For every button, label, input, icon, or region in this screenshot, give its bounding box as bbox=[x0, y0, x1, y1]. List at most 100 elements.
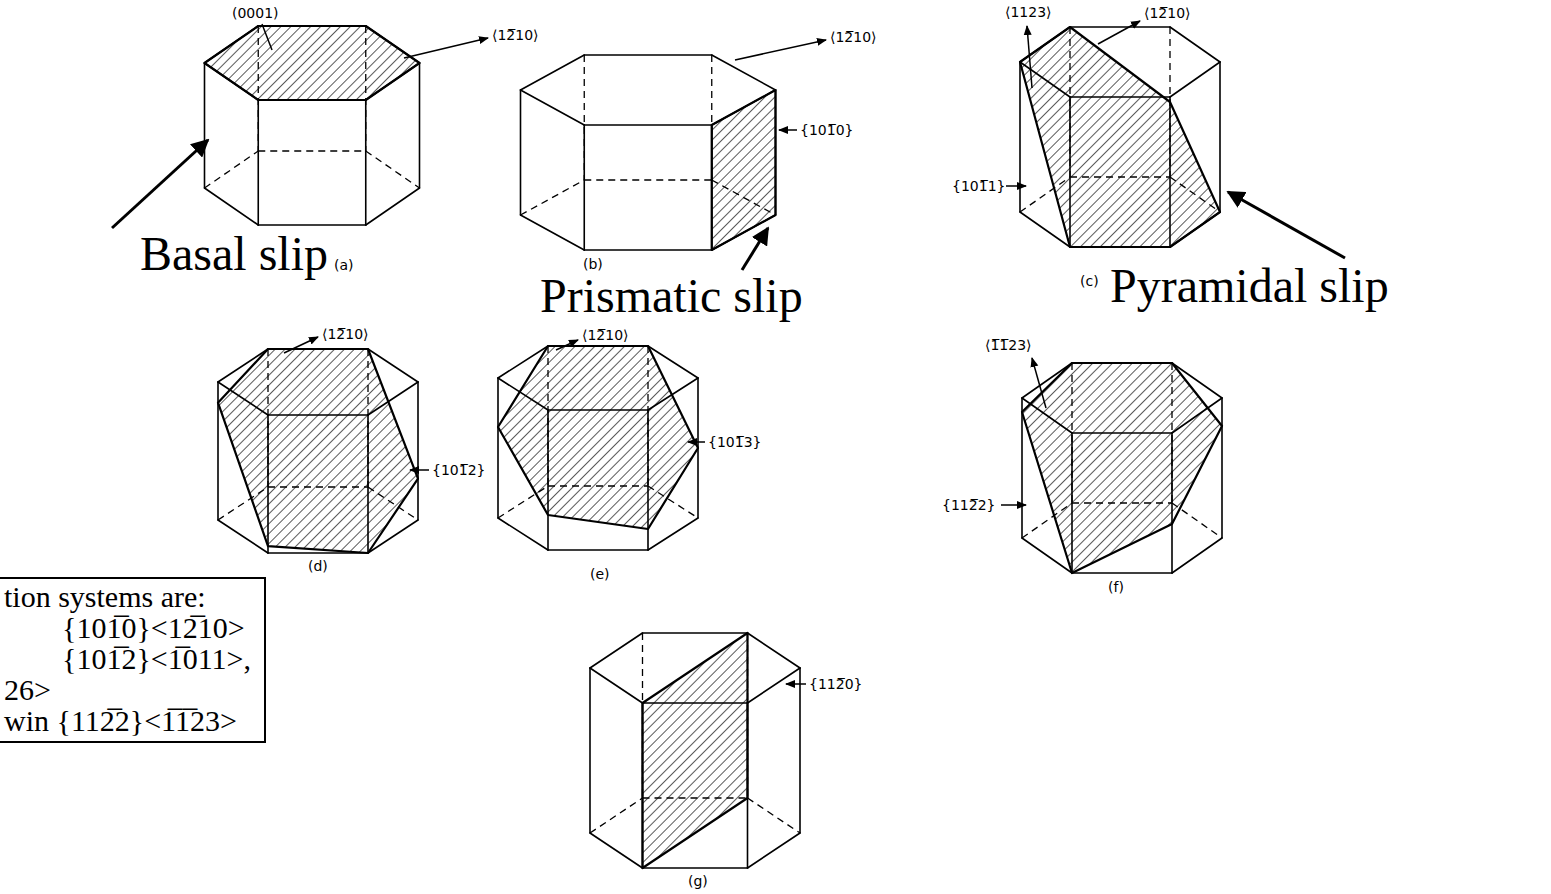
hidden-edge bbox=[1070, 176, 1170, 177]
hidden-edge bbox=[648, 486, 698, 518]
slip-caption: Pyramidal slip bbox=[1110, 262, 1389, 310]
prism-edge bbox=[643, 632, 748, 634]
prism-edge bbox=[1069, 97, 1071, 247]
prism-edge bbox=[521, 55, 585, 90]
hcp-prism bbox=[521, 55, 776, 250]
hcp-prism bbox=[498, 346, 698, 550]
prism-edge bbox=[643, 867, 748, 869]
prism-edge bbox=[218, 349, 268, 382]
system-line: {101̅2}<1̅011>, bbox=[62, 643, 251, 674]
leader-arrow bbox=[735, 40, 826, 60]
hidden-edge bbox=[521, 180, 585, 215]
prism-edge bbox=[205, 63, 259, 100]
prism-edge bbox=[584, 249, 712, 251]
text-box: tion systems are:{101̅0}<12̅10>{101̅2}<1… bbox=[0, 577, 266, 743]
hidden-edge bbox=[712, 180, 776, 215]
hidden-edge bbox=[1170, 177, 1220, 212]
hidden-edge bbox=[1072, 502, 1172, 503]
prism-edge bbox=[267, 415, 269, 553]
prism-edge bbox=[218, 382, 268, 415]
hidden-edge bbox=[1020, 177, 1070, 212]
plane-label: {101̅1} bbox=[952, 177, 1005, 195]
panel-tag: (c) bbox=[1080, 272, 1099, 290]
prism-edge bbox=[419, 63, 421, 188]
hidden-edge bbox=[643, 797, 748, 798]
prism-edge bbox=[747, 703, 749, 868]
prism-edge bbox=[217, 382, 219, 520]
prism-edge bbox=[497, 378, 499, 518]
leader-arrow bbox=[1228, 192, 1345, 258]
prism-edge bbox=[1172, 398, 1222, 433]
prism-edge bbox=[584, 54, 712, 56]
prism-edge bbox=[590, 668, 643, 703]
prism-edge bbox=[648, 378, 698, 410]
prism-edge bbox=[1219, 62, 1221, 212]
slip-plane bbox=[1020, 27, 1220, 247]
system-line: tion systems are: bbox=[4, 581, 206, 612]
hidden-edge bbox=[584, 179, 712, 180]
prism-edge bbox=[1020, 62, 1070, 97]
panel-tag: (f) bbox=[1108, 578, 1124, 596]
prism-edge bbox=[712, 90, 776, 125]
leader-arrow bbox=[404, 38, 488, 58]
direction-label: ⟨12̅10⟩ bbox=[582, 326, 629, 344]
leader-arrow bbox=[556, 340, 578, 350]
direction-label: ⟨12̅10⟩ bbox=[830, 28, 877, 46]
prism-edge bbox=[775, 90, 777, 215]
slip-plane bbox=[205, 26, 420, 100]
prism-edge bbox=[697, 378, 699, 518]
hidden-edge bbox=[548, 485, 648, 486]
panel-tag: (e) bbox=[590, 565, 610, 583]
hidden-edge bbox=[205, 151, 259, 188]
hcp-prism bbox=[205, 26, 420, 225]
prism-edge bbox=[268, 348, 368, 350]
direction-label: ⟨12̅10⟩ bbox=[322, 325, 369, 343]
prism-edge bbox=[417, 382, 419, 520]
leader-arrow bbox=[1006, 185, 1026, 187]
prism-edge bbox=[257, 100, 259, 225]
leader-arrow bbox=[284, 337, 318, 353]
hidden-edge bbox=[1172, 503, 1222, 538]
prism-edge bbox=[1021, 398, 1023, 538]
prism-edge bbox=[1172, 363, 1222, 398]
prism-edge bbox=[498, 346, 548, 378]
prism-edge bbox=[218, 520, 268, 553]
leader-arrow bbox=[786, 683, 806, 685]
prism-edge bbox=[368, 382, 418, 415]
prism-edge bbox=[498, 518, 548, 550]
slip-plane bbox=[218, 349, 418, 553]
hidden-edge bbox=[498, 486, 548, 518]
direction-label: ⟨12̅10⟩ bbox=[492, 26, 539, 44]
hidden-edge bbox=[218, 487, 268, 520]
prism-edge bbox=[1072, 432, 1172, 434]
prism-edge bbox=[1022, 363, 1072, 398]
prism-edge bbox=[205, 188, 259, 225]
prism-edge bbox=[1171, 433, 1173, 573]
plane-label: {101̅3} bbox=[708, 433, 761, 451]
leader-arrow bbox=[779, 129, 797, 131]
prism-edge bbox=[748, 633, 801, 668]
prism-edge bbox=[1070, 96, 1170, 98]
prism-edge bbox=[1072, 572, 1172, 574]
leader-arrow bbox=[1027, 26, 1032, 88]
slip-plane bbox=[1022, 363, 1222, 573]
panel-tag: (a) bbox=[334, 256, 354, 274]
hidden-edge bbox=[368, 487, 418, 520]
hidden-edge bbox=[748, 798, 801, 833]
prism-edge bbox=[1070, 246, 1170, 248]
prism-edge bbox=[258, 25, 366, 27]
prism-edge bbox=[521, 90, 585, 125]
hcp-prism bbox=[218, 349, 418, 553]
prism-edge bbox=[548, 549, 648, 551]
prism-edge bbox=[648, 346, 698, 378]
direction-label: ⟨12̅10⟩ bbox=[1144, 4, 1191, 22]
prism-edge bbox=[648, 518, 698, 550]
prism-edge bbox=[366, 26, 420, 63]
direction-label: ⟨1̅1̅23⟩ bbox=[985, 336, 1032, 354]
prism-edge bbox=[268, 414, 368, 416]
prism-edge bbox=[204, 63, 206, 188]
prism-edge bbox=[1022, 538, 1072, 573]
prism-edge bbox=[1022, 398, 1072, 433]
hcp-prism bbox=[1020, 27, 1220, 247]
plane-label: {112̅2} bbox=[942, 496, 995, 514]
